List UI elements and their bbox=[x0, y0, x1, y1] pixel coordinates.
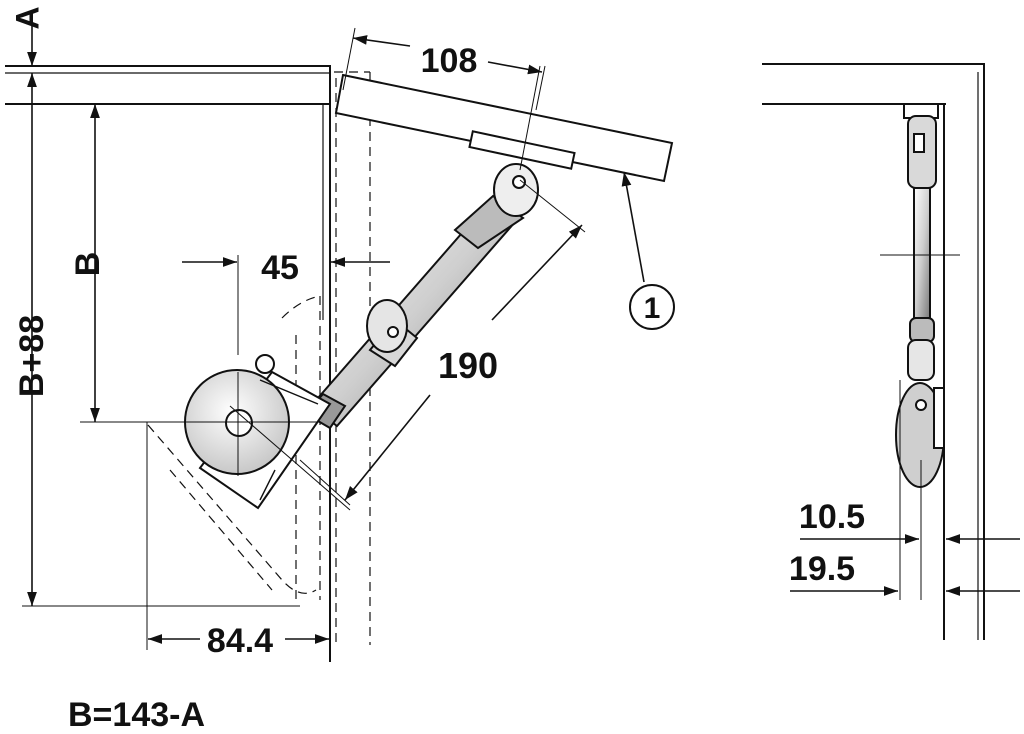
callout-1-circle bbox=[629, 284, 675, 330]
cabinet-side-view bbox=[5, 65, 331, 662]
dim-b-label: B bbox=[69, 252, 107, 277]
dim-84-4-label: 84.4 bbox=[207, 622, 273, 660]
front-view-mechanism bbox=[895, 103, 945, 488]
dim-19-5-label: 19.5 bbox=[789, 550, 855, 588]
front-view-dimension-lines bbox=[790, 534, 1020, 596]
mid-bracket bbox=[366, 299, 408, 353]
mounting-plate bbox=[468, 130, 576, 170]
dim-190-label: 190 bbox=[438, 345, 498, 386]
dim-a-label: A bbox=[9, 6, 45, 29]
center-lines bbox=[80, 65, 541, 511]
callout-1-label: 1 bbox=[644, 292, 661, 325]
dimension-lines bbox=[22, 10, 645, 650]
formula-label: B=143-A bbox=[68, 696, 206, 734]
dim-108-label: 108 bbox=[421, 42, 478, 80]
swing-ghost-outline bbox=[281, 295, 321, 600]
mechanism-housing bbox=[184, 354, 332, 510]
front-view-center-lines bbox=[880, 254, 960, 600]
dim-45-label: 45 bbox=[261, 249, 299, 287]
lid-flap bbox=[334, 73, 674, 183]
drum-center bbox=[225, 409, 253, 437]
dim-b-plus-88-label: B+88 bbox=[13, 315, 51, 397]
dim-10-5-label: 10.5 bbox=[799, 498, 865, 536]
lift-arm bbox=[304, 163, 539, 430]
upper-pivot bbox=[493, 163, 539, 217]
cabinet-top-panel bbox=[5, 65, 331, 662]
